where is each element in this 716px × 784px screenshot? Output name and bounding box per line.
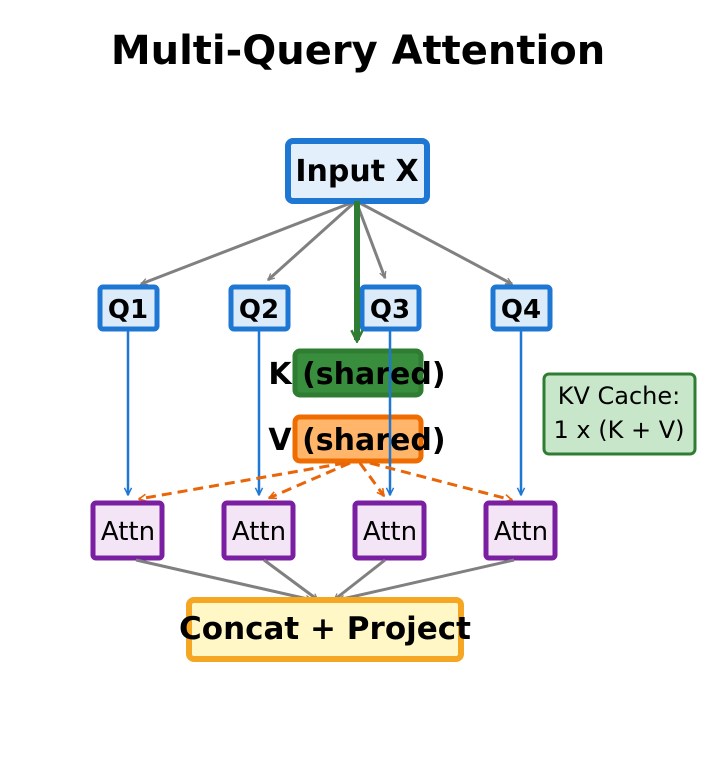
query-label-2: Q2 [239,295,279,325]
arrow-input-q1 [141,199,357,286]
concat-node: Concat + Project [179,597,471,662]
attn-nodes: Attn Attn Attn Attn [90,500,558,561]
k-shared-node: K (shared) [268,348,446,398]
v-shared-node: V (shared) [268,414,446,464]
query-nodes: Q1 Q2 Q3 Q4 [97,284,553,332]
attn-label-3: Attn [363,517,417,547]
query-box-3 [359,284,422,332]
k-shared-label: K (shared) [268,357,445,392]
attn-label-1: Attn [101,517,155,547]
arrow-attn3-concat [334,558,386,602]
arrow-v-attn4 [369,461,512,500]
attn-box-2 [221,500,296,561]
query-label-3: Q3 [370,295,410,325]
arrow-input-q2 [268,199,358,282]
v-to-attn-arrows [139,461,512,500]
arrow-v-attn1 [139,461,346,499]
arrow-input-q3 [354,200,387,278]
v-shared-label: V (shared) [268,423,445,458]
kv-cache-box [542,372,697,456]
input-to-query-arrows [141,199,512,286]
query-box-1 [97,284,160,332]
query-box-4 [490,284,553,332]
arrow-v-attn3 [358,462,386,496]
input-node: Input X [285,138,430,204]
kv-cache-line2: 1 x (K + V) [554,416,685,444]
kv-cache-note: KV Cache: 1 x (K + V) [542,372,697,456]
concat-label: Concat + Project [179,611,471,647]
diagram-title: Multi-Query Attention [111,28,605,74]
attn-box-3 [352,500,427,561]
concat-box [186,597,464,662]
kv-cache-line1: KV Cache: [558,382,681,410]
input-label: Input X [295,154,418,189]
arrow-attn2-concat [263,558,318,602]
attn-box-1 [90,500,165,561]
attn-box-4 [483,500,558,561]
arrow-v-attn2 [269,461,351,500]
attn-label-2: Attn [232,517,286,547]
query-label-4: Q4 [501,295,541,325]
arrow-attn1-concat [135,558,312,600]
arrow-input-q4 [355,199,512,286]
query-label-1: Q1 [108,295,148,325]
attn-label-4: Attn [494,517,548,547]
query-to-attn-arrows [128,331,521,495]
attn-to-concat-arrows [135,558,515,602]
query-box-2 [228,284,291,332]
arrow-attn4-concat [338,558,515,600]
